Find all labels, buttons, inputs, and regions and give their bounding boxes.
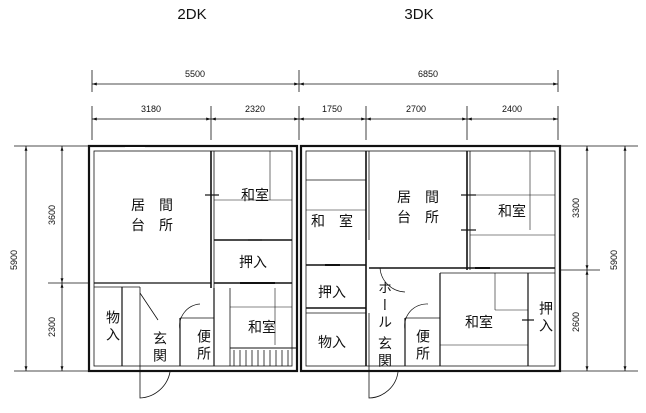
dim-top-segment-3: 1750 (320, 104, 344, 114)
title-3dk: 3DK (404, 6, 434, 23)
room-2dk-oshiire: 押入 (239, 255, 267, 271)
dim-top-segment-2: 2320 (243, 104, 267, 114)
room-3dk-living-label: 居 間 (397, 190, 439, 206)
room-3dk-washitsu-left: 和 室 (311, 214, 353, 230)
room-3dk-hall: ホール (376, 280, 392, 332)
unit-2dk-walls (87, 144, 299, 399)
dim-top-segment-4: 2700 (404, 104, 428, 114)
room-3dk-benjo: 便所 (414, 329, 430, 363)
right-dimension-lines (560, 145, 638, 372)
dim-left-segment-2: 2300 (47, 315, 57, 339)
room-2dk-washitsu-upper: 和室 (241, 188, 269, 204)
dim-left-overall: 5900 (9, 248, 19, 272)
room-2dk-washitsu-lower: 和室 (248, 320, 276, 336)
dim-top-overall-left: 5500 (183, 69, 207, 79)
top-dimension-lines (91, 70, 559, 140)
room-2dk-living-label: 居 間 (131, 198, 173, 214)
room-2dk-monoire: 物入 (104, 310, 120, 344)
dim-right-segment-1: 3300 (571, 196, 581, 220)
room-3dk-genkan: 玄関 (376, 336, 392, 370)
dim-top-segment-1: 3180 (139, 104, 163, 114)
dim-top-segment-5: 2400 (500, 104, 524, 114)
room-3dk-oshiire-left: 押入 (318, 285, 346, 301)
unit-3dk-walls (299, 144, 562, 399)
room-3dk-washitsu-lower: 和室 (465, 315, 493, 331)
room-2dk-benjo: 便所 (195, 329, 211, 363)
dim-right-segment-2: 2600 (571, 310, 581, 334)
dim-top-overall-right: 6850 (416, 69, 440, 79)
room-3dk-kitchen-label: 台 所 (397, 210, 439, 226)
dim-left-segment-1: 3600 (47, 203, 57, 227)
room-2dk-genkan: 玄関 (151, 331, 167, 365)
left-dimension-lines (14, 145, 90, 372)
room-2dk-kitchen-label: 台 所 (131, 218, 173, 234)
title-2dk: 2DK (177, 6, 207, 23)
room-3dk-monoire: 物入 (318, 335, 346, 351)
dim-right-overall: 5900 (609, 248, 619, 272)
room-3dk-oshiire-right: 押入 (537, 301, 553, 335)
room-3dk-washitsu-upper: 和室 (498, 204, 526, 220)
